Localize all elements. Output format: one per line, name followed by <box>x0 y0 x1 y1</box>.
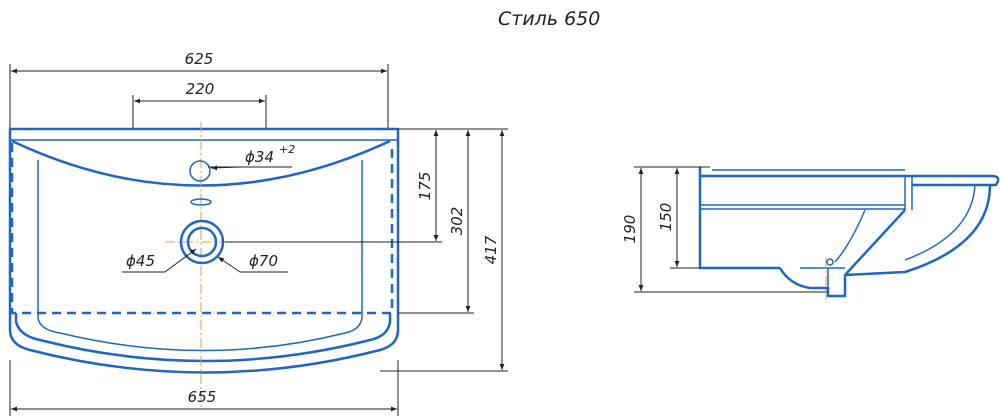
dim-220-label: 220 <box>186 80 215 98</box>
tap-hole-circle <box>189 160 211 182</box>
side-view: 190 150 <box>621 166 1000 300</box>
dim-175-label: 175 <box>416 172 434 201</box>
bowl-inner-front <box>37 317 363 352</box>
dim-190-label: 190 <box>621 215 639 244</box>
side-drain <box>778 267 847 298</box>
drain-inner-label: ϕ45 <box>126 252 155 270</box>
drain-outer-label: ϕ70 <box>249 252 278 270</box>
bowl-front-curve <box>14 313 392 363</box>
dim-302-label: 302 <box>448 207 466 236</box>
tap-hole-tolerance: +2 <box>279 143 295 156</box>
drain-outer-circle <box>179 219 225 265</box>
side-back-wall <box>698 176 780 270</box>
drain-outer-leader <box>217 256 241 273</box>
dim-625-label: 625 <box>185 50 214 68</box>
overflow-slot <box>190 198 212 206</box>
side-bowl-inner <box>904 184 976 261</box>
side-bowl-underside <box>843 184 992 277</box>
drawing-title: Стиль 650 <box>498 8 600 30</box>
drain-inner-leader <box>164 248 197 273</box>
cutout-dashed-outline <box>10 143 394 315</box>
dim-417-label: 417 <box>482 235 500 264</box>
tap-hole-label: ϕ34 <box>245 148 274 166</box>
basin-outer-contour <box>8 127 400 374</box>
drain-inner-circle <box>186 226 218 258</box>
side-rim <box>698 167 1000 187</box>
side-bowl-inner-2 <box>834 209 866 263</box>
tap-hole-leader-arrow <box>210 165 241 171</box>
dim-655-label: 655 <box>188 388 217 406</box>
side-drain-dot <box>826 258 834 266</box>
dim-150-label: 150 <box>657 203 675 232</box>
top-view: 625 220 655 175 302 417 ϕ34 +2 ϕ45 <box>8 50 508 416</box>
